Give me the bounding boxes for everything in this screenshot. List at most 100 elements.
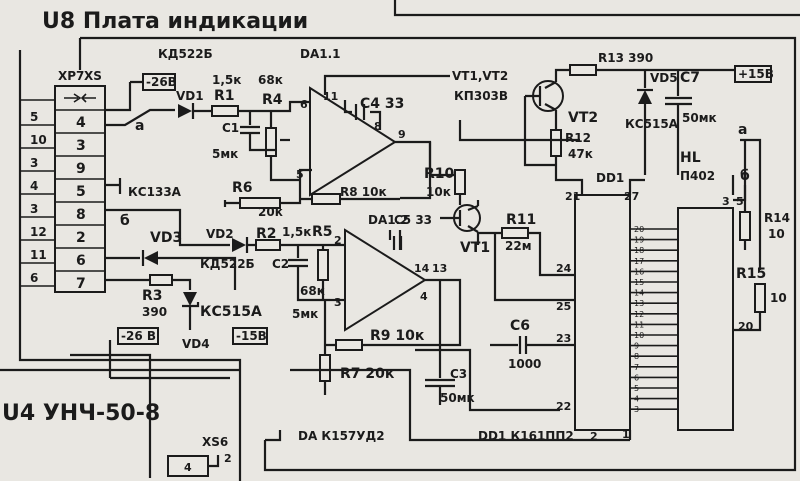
r14-resistor (739, 211, 751, 241)
connector-pin: 7 (76, 276, 86, 292)
r7-resistor (319, 354, 331, 382)
dd1-pin21: 21 (565, 190, 580, 203)
dd1-pin1: 1 (622, 428, 630, 441)
vd3-label: VD3 (150, 230, 182, 246)
connector-pin: 2 (76, 230, 86, 246)
c7-value: 50мк (682, 111, 717, 125)
hl-label: HL (680, 150, 701, 166)
r10-resistor (454, 169, 466, 195)
lower-channel: б VD2 R2 1,5к КД522Б C2 5мк R5 68к (105, 208, 345, 321)
r10-value: 10к (426, 185, 451, 199)
kc515-left-label: КС515А (200, 304, 262, 320)
kc133-label: КС133А (128, 185, 182, 199)
xs6-pin2: 2 (224, 452, 232, 465)
dd1-chip: 21 27 24 25 23 22 1 2 201918171615141312… (556, 178, 645, 443)
r8-label: R8 10к (340, 185, 387, 199)
vd3-diode (141, 250, 158, 266)
r7-label: R7 20к (340, 366, 395, 382)
op1-pin8: 8 (374, 120, 382, 133)
rail-plus15 (734, 65, 772, 83)
c3-value: 50мк (440, 391, 475, 405)
dd1-pin23: 23 (556, 332, 571, 345)
rail-minus26-bot-label: -26 В (121, 329, 156, 343)
r12-resistor (550, 129, 562, 157)
vd2-label: VD2 (206, 227, 234, 241)
connector-outer-pin: 4 (30, 179, 38, 193)
upper-channel: a VD1 1,5к R1 68к R4 C1 5мк R6 20к (105, 73, 312, 219)
dd1-body (574, 194, 631, 431)
xs6-label: XS6 (202, 435, 228, 449)
r2-value: 1,5к (282, 225, 311, 239)
op2-pin14: 14 (414, 262, 430, 275)
r12-value: 47к (568, 147, 593, 161)
rail-minus15-label: -15В (236, 329, 267, 343)
r1-value: 1,5к (212, 73, 241, 87)
rail-minus26-top-label: -26В (146, 75, 177, 89)
r4-label: R4 (262, 92, 283, 108)
r11-value: 22м (505, 239, 532, 253)
c2-value: 5мк (292, 307, 318, 321)
op2-pin4: 4 (420, 290, 428, 303)
da12-label: DA1.2 (368, 213, 409, 227)
opamp-da12: 2 3 14 13 4 DA1.2 C5 33 R9 10к R7 20к C3… (319, 213, 475, 405)
c2-label: C2 (272, 257, 289, 271)
r15-label: R15 (736, 266, 766, 282)
op1-pin6: 6 (300, 98, 308, 111)
kd522-bot-label: КД522Б (200, 257, 255, 271)
clamp-network: VD3 R3 390 КС515А VD4 (105, 230, 262, 351)
r15-resistor (754, 283, 766, 313)
r1-label: R1 (214, 88, 235, 104)
connector-pin: 6 (76, 253, 86, 269)
hl-pin5: 5 (736, 195, 744, 208)
op1-pin9: 9 (398, 128, 406, 141)
dd1-pin2: 2 (590, 430, 598, 443)
rail-plus15-label: +15В (738, 67, 774, 81)
op2-pin2: 2 (334, 234, 342, 247)
r13-label: R13 390 (598, 51, 653, 65)
net-label-b1: б (120, 213, 130, 229)
vt2-label: VT2 (568, 110, 598, 126)
kc515-right-label: КС515А (625, 117, 679, 131)
amplifier-title: U4 УНЧ-50-8 (2, 401, 160, 426)
r12-label: R12 (565, 131, 591, 145)
r3-label: R3 (142, 288, 163, 304)
r8-resistor (311, 193, 341, 205)
r14-value: 10 (768, 227, 785, 241)
vd5-label: VD5 (650, 71, 678, 85)
connector-pin: 3 (76, 138, 86, 154)
connector-outer-pin: 10 (30, 133, 47, 147)
dd1-pin27: 27 (624, 190, 639, 203)
dd1-pin25: 25 (556, 300, 571, 313)
r15-value: 10 (770, 291, 787, 305)
c4-label: C4 33 (360, 96, 404, 112)
r5-value: 68к (300, 284, 325, 298)
net-label-b2: б (740, 168, 750, 184)
connector-pin: 8 (76, 207, 86, 223)
r13-resistor (569, 64, 597, 76)
c6-value: 1000 (508, 357, 541, 371)
xs6-pin4: 4 (184, 461, 192, 474)
hl-pin3: 3 (722, 195, 730, 208)
connector-outer-pin: 5 (30, 110, 38, 124)
da-part-label: DA К157УД2 (298, 429, 385, 443)
r6-label: R6 (232, 180, 253, 196)
xp7-label: XP7 (58, 69, 84, 83)
connector-outer-pin: 3 (30, 202, 38, 216)
connector-outer-pin: 6 (30, 271, 38, 285)
diode-part-top: КД522Б (158, 47, 213, 61)
c3-label: C3 (450, 367, 467, 381)
hl-body (677, 207, 734, 431)
opamp-da11: 6 11 5 8 9 C4 33 R8 10к (296, 74, 455, 205)
op2-pin3: 3 (334, 296, 342, 309)
connector-pin: 5 (76, 184, 86, 200)
r5-resistor (317, 249, 329, 281)
r5-label: R5 (312, 224, 333, 240)
dd1-part-label: DD1 К161ПП2 (478, 429, 574, 443)
vt-pair-label: VT1,VT2 (452, 69, 508, 83)
op1-pin11: 11 (323, 90, 338, 103)
r11-label: R11 (506, 212, 536, 228)
connector-outer-pin: 12 (30, 225, 47, 239)
connector-outer-pin: 11 (30, 248, 47, 262)
